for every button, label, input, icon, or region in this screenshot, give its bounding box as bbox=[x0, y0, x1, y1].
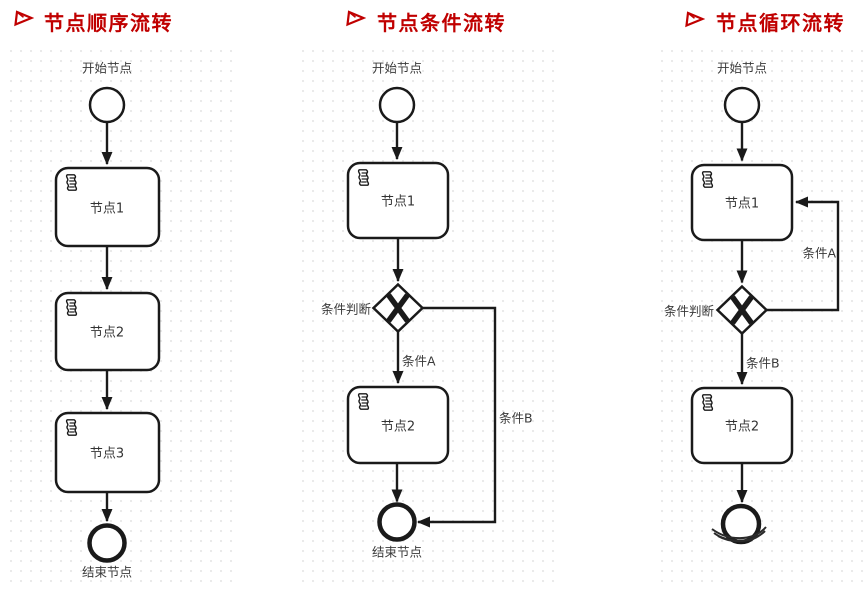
node-label: 节点2 bbox=[724, 419, 760, 435]
script-task-icon bbox=[65, 418, 78, 437]
section-title-sequence: 节点顺序流转 bbox=[44, 11, 173, 35]
section-title-condition: 节点条件流转 bbox=[377, 11, 506, 35]
section-title-loop: 节点循环流转 bbox=[716, 11, 845, 35]
sequence-flow-diagram bbox=[54, 86, 161, 563]
condition-a-label: 条件A bbox=[402, 353, 436, 369]
node-label: 节点3 bbox=[89, 446, 125, 462]
flow-arrow-cond-b bbox=[416, 306, 497, 528]
start-event-circle bbox=[723, 86, 761, 124]
script-task-icon bbox=[65, 173, 78, 192]
end-node-label: 结束节点 bbox=[371, 544, 423, 560]
end-event-circle bbox=[87, 523, 127, 563]
node-label: 节点1 bbox=[89, 201, 125, 217]
gateway-x-icon bbox=[730, 295, 754, 325]
task-node-1 bbox=[54, 166, 161, 248]
end-node-label: 结束节点 bbox=[81, 564, 133, 580]
start-node-label: 开始节点 bbox=[716, 60, 768, 76]
node-label: 节点1 bbox=[724, 196, 760, 212]
arrowhead-bullet-icon bbox=[683, 10, 706, 29]
end-event-circle bbox=[377, 502, 417, 542]
gateway-label: 条件判断 bbox=[320, 301, 371, 317]
script-task-icon bbox=[357, 392, 370, 411]
canvas-condition-flow bbox=[298, 46, 562, 588]
arrowhead-bullet-icon bbox=[344, 9, 367, 28]
node-label: 节点2 bbox=[89, 325, 125, 341]
start-node-label: 开始节点 bbox=[81, 60, 133, 76]
node-label: 节点1 bbox=[380, 194, 416, 210]
condition-flow-diagram bbox=[346, 86, 497, 542]
arrowhead-bullet-icon bbox=[12, 9, 35, 28]
script-task-icon bbox=[65, 298, 78, 317]
gateway-label: 条件判断 bbox=[663, 303, 714, 319]
condition-b-label: 条件B bbox=[499, 410, 533, 426]
script-task-icon bbox=[701, 393, 714, 412]
start-event-circle bbox=[88, 86, 126, 124]
loop-back-arrow-cond-a bbox=[766, 196, 840, 312]
condition-a-label: 条件A bbox=[802, 245, 836, 261]
script-task-icon bbox=[701, 170, 714, 189]
gateway-x-icon bbox=[386, 293, 410, 323]
loop-flow-diagram bbox=[690, 86, 840, 545]
condition-b-label: 条件B bbox=[746, 355, 780, 371]
smudge-mark bbox=[711, 526, 767, 543]
start-event-circle bbox=[378, 86, 416, 124]
node-label: 节点2 bbox=[380, 419, 416, 435]
start-node-label: 开始节点 bbox=[371, 60, 423, 76]
script-task-icon bbox=[357, 168, 370, 187]
